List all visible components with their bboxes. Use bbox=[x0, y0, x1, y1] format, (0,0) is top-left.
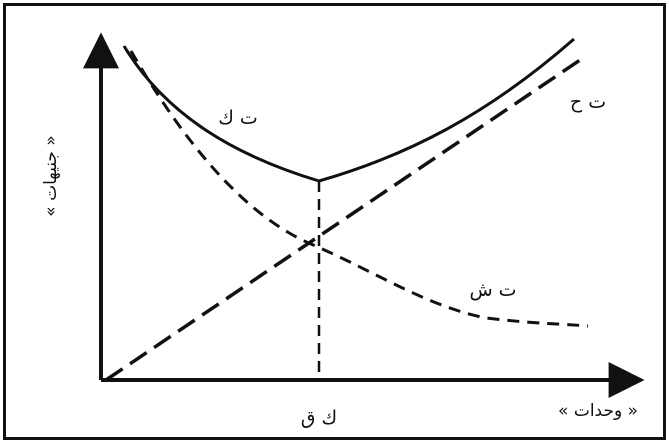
x-axis-label: « وحدات » bbox=[558, 401, 638, 421]
optimal-quantity-label: ك ق bbox=[301, 407, 337, 429]
carrying-cost-line bbox=[105, 54, 587, 382]
diagram-frame: ت ك ت ح ت ش ك ق « وحدات » « جنيهات » bbox=[3, 3, 666, 440]
ordering-cost-label: ت ش bbox=[469, 279, 516, 301]
ordering-cost-curve bbox=[129, 50, 589, 328]
y-axis-label: « جنيهات » bbox=[41, 135, 61, 216]
carrying-cost-label: ت ح bbox=[570, 91, 606, 113]
total-cost-label: ت ك bbox=[218, 107, 258, 129]
total-cost-curve bbox=[122, 37, 575, 183]
cost-diagram: ت ك ت ح ت ش ك ق « وحدات » « جنيهات » bbox=[41, 32, 645, 429]
